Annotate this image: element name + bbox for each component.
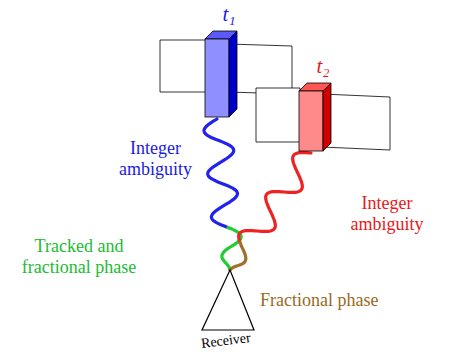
satellite-box [298,82,332,152]
segment-label: Integer ambiguity [332,193,442,234]
signal-path [204,119,241,270]
segment-label: Tracked and fractional phase [4,236,154,277]
signal-path [230,153,311,270]
satellite-box [204,30,238,118]
receiver-outline [200,268,256,334]
ambiguity-segment [239,153,311,243]
solar-panel [322,94,390,150]
phase-segment [230,242,246,270]
solar-panel [160,40,207,92]
epoch-label: t₂ [316,54,329,78]
ambiguity-segment [204,119,237,228]
solar-panel [228,44,292,94]
satellite-body: t₁ [204,30,238,118]
solar-panel [256,88,300,142]
receiver-label: Receiver [200,330,251,352]
segment-label: Integer ambiguity [108,138,203,179]
receiver-triangle: Receiver [200,268,256,334]
epoch-label: t₁ [222,2,235,26]
satellite-body: t₂ [298,82,332,152]
segment-label: Fractional phase [260,290,450,311]
